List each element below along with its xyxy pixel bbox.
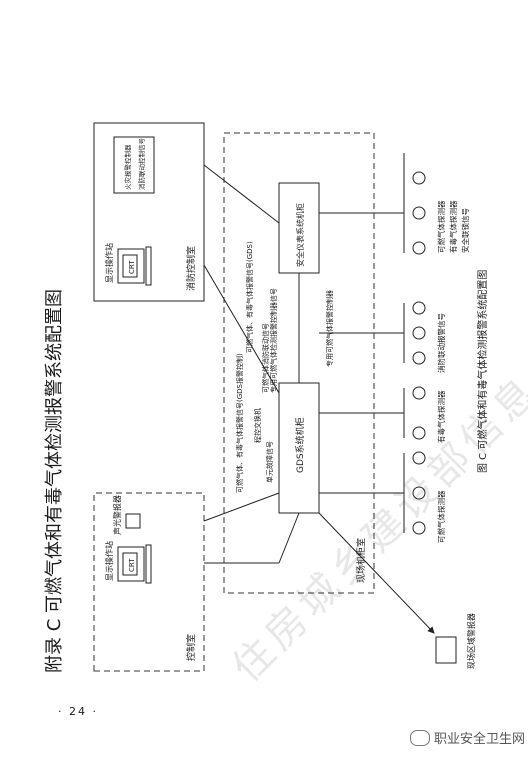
signal-fire-linkage: 可燃气体消防联动信号 — [261, 323, 270, 393]
fire-alarm-controller-box — [113, 136, 155, 194]
field-cabinet-room-box — [223, 132, 375, 594]
detector-icon — [412, 301, 426, 315]
fire-alarm-controller-label: 火灾报警控制器 — [123, 144, 132, 190]
gds-cabinet-label: GDS系统机柜 — [294, 417, 306, 473]
detector-group-4: 可燃气体探测器 有毒气体探测器 安全联锁信号 — [319, 153, 470, 255]
toxic-detector-label-2: 有毒气体探测器 — [448, 200, 458, 253]
field-area-alarm-label: 现场区域警报器 — [466, 613, 476, 669]
field-cabinet-room-label: 现场机柜室 — [355, 538, 367, 583]
detector-icon — [412, 206, 426, 220]
detector-group-2: 有毒气体探测器 — [319, 386, 446, 443]
wechat-icon — [410, 729, 430, 746]
detector-icon — [412, 486, 426, 500]
sis-cabinet-label: 安全仪表系统机柜 — [295, 203, 305, 267]
detector-icon — [412, 241, 426, 255]
detector-icon — [412, 521, 426, 535]
signal-gds-alarm: 可燃气体、有毒气体报警信号(GDS) — [245, 241, 254, 353]
link-gds-field-alarm — [318, 512, 435, 634]
control-room-label: 控制室 — [185, 634, 197, 661]
combustible-detector-label-2: 可燃气体探测器 — [436, 200, 446, 253]
display-console-a-label: 显示操作站 — [104, 541, 114, 581]
site-watermark-text: 职业安全卫生网 — [434, 732, 526, 747]
control-room-box — [93, 492, 205, 672]
detector-icon — [412, 351, 426, 365]
system-configuration-diagram: 附录 C 可燃气体和有毒气体检测报警系统配置图 控制室 CRT 显示操作站 声光… — [44, 122, 489, 673]
link-fire-sis — [203, 164, 280, 224]
crt-b-monitor — [117, 248, 145, 284]
page-number: · 24 · — [58, 705, 98, 718]
detector-icon — [412, 386, 426, 400]
link-crt-a-gds-b — [278, 512, 300, 564]
detector-icon — [412, 326, 426, 340]
fire-control-room-label: 消防控制室 — [185, 246, 197, 291]
detector-group-1: 可燃气体探测器 — [319, 451, 446, 543]
safety-interlock-signal-label: 安全联锁信号 — [460, 208, 470, 253]
crt-b-label: CRT — [128, 260, 136, 274]
site-watermark: 职业安全卫生网 — [410, 728, 525, 747]
toxic-detector-label: 有毒气体探测器 — [436, 390, 446, 443]
signal-unit-fault: 单元故障信号 — [265, 441, 274, 483]
link-crt-b-gds — [203, 264, 280, 394]
field-area-alarm-icon — [435, 636, 457, 664]
display-console-b-label: 显示操作站 — [104, 243, 114, 283]
signal-dedicated-alarm-controller: 专用可燃气体报警控制器 — [325, 290, 334, 367]
detector-icon — [412, 171, 426, 185]
audio-visual-alarm-label: 声光警报器 — [112, 495, 122, 535]
crt-b-screen — [122, 254, 138, 278]
crt-a-screen — [122, 552, 138, 576]
rotated-diagram-sheet: 附录 C 可燃气体和有毒气体检测报警系统配置图 控制室 CRT 显示操作站 声光… — [34, 73, 494, 693]
fire-linkage-signal-label: 消防联动控制信号 — [137, 138, 146, 191]
signal-pbx: 程控交换机 — [253, 408, 262, 443]
fire-linkage-alarm-signal-label: 消防联动报警信号 — [436, 313, 446, 373]
appendix-title: 附录 C 可燃气体和有毒气体检测报警系统配置图 — [44, 289, 65, 673]
crt-a-keyboard — [145, 544, 152, 584]
detector-icon — [412, 451, 426, 465]
crt-b-keyboard — [145, 246, 152, 286]
crt-a-monitor — [117, 546, 145, 582]
signal-dedicated-controller: 专用可燃气体检测报警控制器信号 — [269, 288, 278, 393]
figure-caption: 图 C 可燃气体和有毒气体检测报警系统配置图 — [476, 270, 489, 473]
detector-icon — [412, 426, 426, 440]
detector-group-3: 消防联动报警信号 — [319, 301, 446, 373]
combustible-detector-label: 可燃气体探测器 — [436, 490, 446, 543]
signal-gds-alarm-control: 可燃气体、有毒气体报警信号(GDS报警控制) — [235, 353, 244, 493]
audio-visual-alarm-icon — [125, 513, 141, 529]
link-alarm-gds — [203, 492, 280, 522]
fire-control-room-box — [93, 122, 205, 302]
crt-a-label: CRT — [128, 558, 136, 572]
